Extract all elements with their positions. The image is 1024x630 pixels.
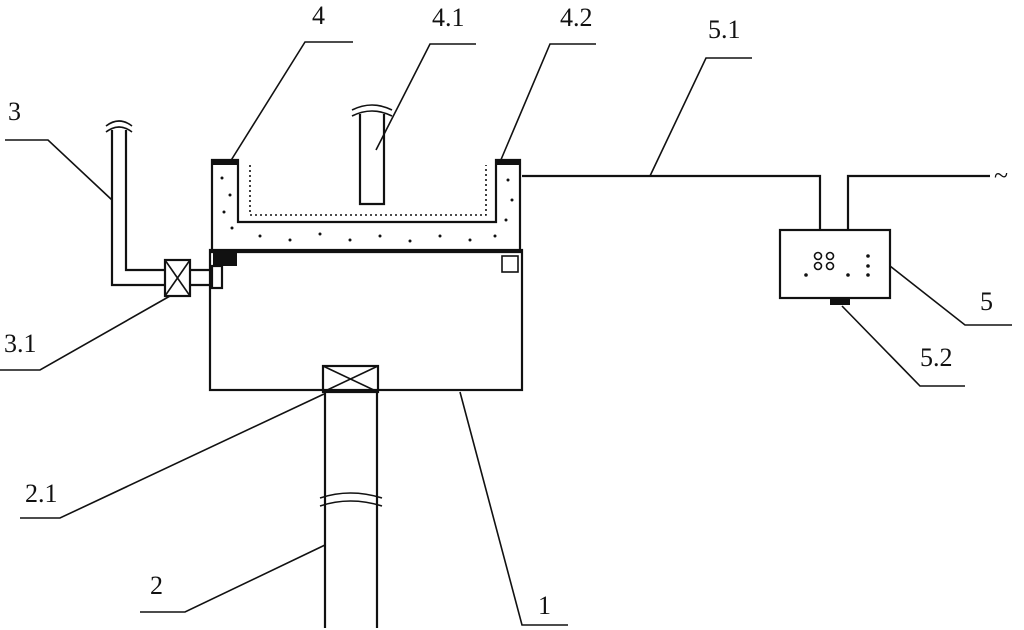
controller bbox=[778, 228, 892, 305]
label-2-1: 2.1 bbox=[25, 479, 58, 508]
label-1: 1 bbox=[538, 591, 551, 620]
label-4-2: 4.2 bbox=[560, 3, 593, 32]
tray-filling-dots bbox=[220, 176, 514, 243]
label-3-1: 3.1 bbox=[4, 329, 37, 358]
controller-indicators bbox=[804, 251, 870, 277]
label-4: 4 bbox=[312, 1, 325, 30]
leader-5 bbox=[889, 265, 1012, 326]
controller-box bbox=[778, 228, 892, 300]
power-symbol: ~ bbox=[994, 161, 1008, 190]
label-5: 5 bbox=[980, 287, 993, 316]
inlet-pipe-outer bbox=[110, 130, 165, 287]
label-5-1: 5.1 bbox=[708, 15, 741, 44]
main-vessel bbox=[208, 248, 524, 392]
leader-2-1 bbox=[20, 393, 325, 519]
label-4-1: 4.1 bbox=[432, 3, 465, 32]
inlet-port bbox=[210, 264, 224, 290]
tray-lining bbox=[249, 165, 487, 216]
leader-1 bbox=[459, 391, 568, 626]
leader-5-1 bbox=[649, 57, 752, 177]
vessel-body bbox=[208, 248, 524, 392]
outlet-pipe-walls bbox=[323, 392, 379, 628]
cable bbox=[522, 174, 990, 230]
outlet-valve bbox=[321, 364, 380, 394]
inlet-break-1 bbox=[105, 120, 133, 127]
probe-body bbox=[358, 114, 386, 206]
controller-knob bbox=[830, 299, 850, 305]
inlet-valve bbox=[163, 258, 192, 298]
probe bbox=[351, 104, 393, 206]
outlet-break-2 bbox=[319, 500, 383, 507]
leader-4 bbox=[229, 41, 353, 163]
leader-3-1 bbox=[0, 295, 171, 371]
heating-tray bbox=[210, 158, 522, 273]
probe-break-1 bbox=[351, 104, 393, 111]
left-seal bbox=[213, 252, 237, 266]
leader-4-1 bbox=[375, 43, 476, 151]
leader-3 bbox=[5, 139, 113, 201]
label-2: 2 bbox=[150, 571, 163, 600]
leader-5-2 bbox=[841, 305, 965, 387]
leader-4-2 bbox=[499, 43, 596, 163]
cable-line bbox=[522, 174, 822, 230]
tray-outline bbox=[210, 158, 522, 254]
label-5-2: 5.2 bbox=[920, 343, 953, 372]
outlet-pipe bbox=[319, 392, 383, 628]
probe-break-2 bbox=[351, 110, 393, 117]
leader-2 bbox=[140, 544, 326, 613]
right-cap bbox=[496, 160, 520, 165]
inlet-break-2 bbox=[105, 126, 133, 133]
right-seal bbox=[501, 255, 519, 273]
label-3: 3 bbox=[8, 97, 21, 126]
inlet-pipe-inner bbox=[124, 130, 165, 272]
leader-lines bbox=[0, 41, 1012, 626]
left-cap bbox=[212, 160, 238, 165]
inlet-pipe bbox=[105, 120, 224, 290]
inlet-pipe-connector bbox=[190, 268, 212, 287]
power-line bbox=[846, 174, 990, 230]
outlet-break-1 bbox=[319, 492, 383, 499]
